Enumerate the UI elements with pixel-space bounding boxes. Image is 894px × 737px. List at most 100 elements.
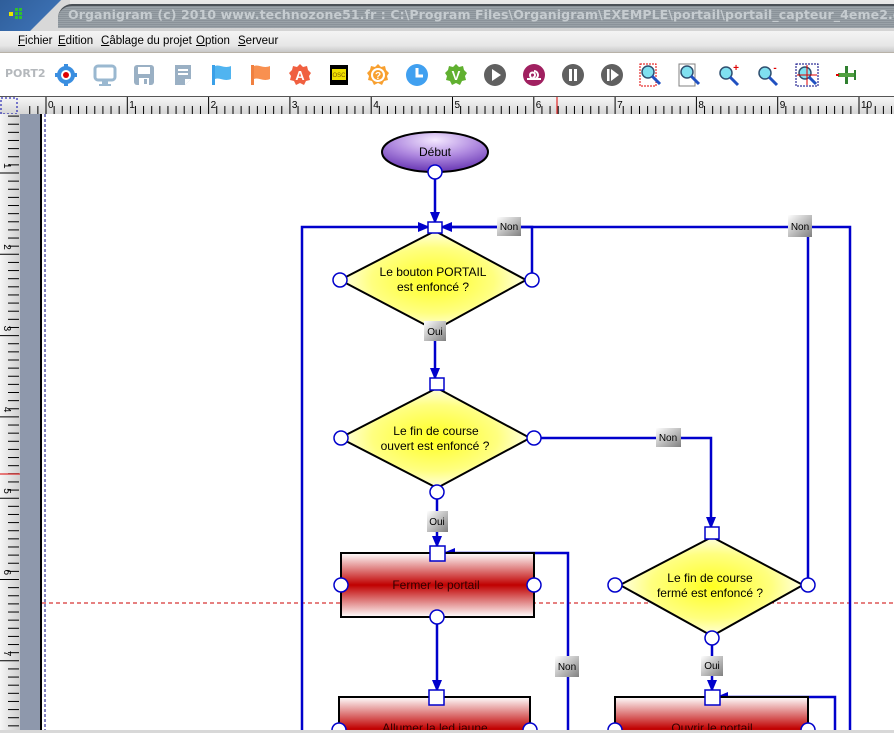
branch-label-d1-yes[interactable]: Oui <box>424 321 446 341</box>
connection-point[interactable] <box>526 430 542 446</box>
clock-button[interactable] <box>404 62 430 88</box>
title-strip <box>58 4 894 28</box>
ruler-label: 1 <box>129 100 135 111</box>
title-bar: Organigram (c) 2010 www.technozone51.fr … <box>0 0 894 31</box>
branch-label-text: Non <box>791 222 809 233</box>
zoom-fit-button[interactable] <box>794 62 820 88</box>
connection-point[interactable] <box>704 630 720 646</box>
flowchart-canvas[interactable]: Début Le bouton PORTAIL est enfoncé ? Le… <box>42 114 894 733</box>
connection-point[interactable] <box>333 577 349 593</box>
arrow-icon <box>432 536 442 548</box>
zoom-out-button[interactable]: - <box>755 62 781 88</box>
action-node-a2[interactable]: Allumer la led jaune <box>331 689 538 733</box>
decision-label: Le fin de course <box>393 424 479 438</box>
zoom-page-button[interactable] <box>677 62 703 88</box>
badge-a-button[interactable]: A <box>287 62 313 88</box>
save-button[interactable] <box>131 62 157 88</box>
blue-flag-icon <box>212 65 231 85</box>
menu-edition[interactable]: Edition <box>58 35 93 47</box>
start-node[interactable]: Début <box>381 131 489 180</box>
help-badge-button[interactable]: ? <box>365 62 391 88</box>
organigram-app-icon[interactable] <box>9 7 23 21</box>
horizontal-scrollbar[interactable] <box>0 730 894 733</box>
ruler-label: 9 <box>780 100 786 111</box>
pause-icon <box>562 64 584 86</box>
branch-label-loop-no[interactable]: Non <box>555 656 579 677</box>
oscilloscope-button[interactable]: OSC <box>326 62 352 88</box>
zoom-in-button[interactable]: + <box>716 62 742 88</box>
connection-point[interactable] <box>800 577 816 593</box>
ruler-label: 5 <box>455 100 461 111</box>
arrow-icon <box>418 222 430 232</box>
branch-label-d1-no[interactable]: Non <box>497 217 521 236</box>
connector-loop-right <box>442 225 852 733</box>
menu-fichier[interactable]: Fichier <box>18 35 53 47</box>
airplane-icon <box>836 66 856 84</box>
menu-accel: C <box>101 35 110 47</box>
connection-point[interactable] <box>526 577 542 593</box>
decision-label: est enfoncé ? <box>397 280 469 294</box>
zoom-fit-icon <box>795 63 819 87</box>
decision-node-d1[interactable]: Le bouton PORTAIL est enfoncé ? <box>332 221 540 332</box>
monitor-button[interactable] <box>92 62 118 88</box>
decision-label: fermé est enfoncé ? <box>657 586 763 600</box>
ruler-label: 7 <box>1 651 12 657</box>
ruler-label: 2 <box>211 100 217 111</box>
help-badge-icon: ? <box>367 64 389 85</box>
arrow-icon <box>432 680 442 692</box>
action-node-a1[interactable]: Fermer le portail <box>333 545 542 625</box>
input-port[interactable] <box>429 377 445 391</box>
input-port[interactable] <box>429 545 446 562</box>
zoom-selection-icon <box>639 63 662 87</box>
branch-label-d2-yes[interactable]: Oui <box>427 511 448 532</box>
decision-label: ouvert est enfoncé ? <box>381 439 490 453</box>
menu-label: âblage du projet <box>109 35 192 47</box>
action-node-a3[interactable]: Ouvrir le portail <box>607 689 816 733</box>
branch-label-text: Oui <box>429 517 445 528</box>
settings-button[interactable] <box>53 62 79 88</box>
input-port[interactable] <box>704 689 721 706</box>
ruler-label: 2 <box>1 244 12 250</box>
connection-point[interactable] <box>607 577 623 593</box>
ruler-label: 0 <box>48 100 54 111</box>
verify-badge-button[interactable]: V <box>443 62 469 88</box>
pause-button[interactable] <box>560 62 586 88</box>
input-port[interactable] <box>427 221 443 234</box>
decision-node-d2[interactable]: Le fin de course ouvert est enfoncé ? <box>333 377 542 500</box>
zoom-selection-button[interactable] <box>638 62 664 88</box>
branch-label-d3-yes[interactable]: Oui <box>701 656 723 676</box>
decision-node-d3[interactable]: Le fin de course fermé est enfoncé ? <box>607 526 816 646</box>
slow-run-button[interactable] <box>521 62 547 88</box>
document-button[interactable] <box>170 62 196 88</box>
toolbar: PORT2 A OSC ? V <box>0 53 894 96</box>
connection-point[interactable] <box>429 609 445 625</box>
connection-point[interactable] <box>333 430 349 446</box>
orange-flag-icon <box>251 65 270 85</box>
zoom-out-icon: - <box>758 63 779 87</box>
menu-option[interactable]: Option <box>196 35 230 47</box>
connection-point[interactable] <box>524 272 540 288</box>
step-button[interactable] <box>599 62 625 88</box>
connection-point[interactable] <box>427 164 443 180</box>
ruler-label: 4 <box>373 100 379 111</box>
blue-flag-button[interactable] <box>209 62 235 88</box>
branch-label-d3-no[interactable]: Non <box>788 215 812 237</box>
menu-serveur[interactable]: Serveur <box>238 35 278 47</box>
branch-label-d2-no[interactable]: Non <box>656 428 681 447</box>
connection-point[interactable] <box>332 272 348 288</box>
monitor-icon <box>93 64 117 86</box>
menu-cablage[interactable]: Câblage du projet <box>101 35 192 47</box>
step-icon <box>601 64 623 86</box>
airplane-button[interactable] <box>833 62 859 88</box>
input-port[interactable] <box>704 526 720 540</box>
input-port[interactable] <box>428 689 445 706</box>
ruler-label: 3 <box>1 326 12 332</box>
connection-point[interactable] <box>429 484 445 500</box>
play-button[interactable] <box>482 62 508 88</box>
branch-label-text: Non <box>500 222 518 233</box>
ruler-origin-marker[interactable] <box>0 97 18 115</box>
orange-flag-button[interactable] <box>248 62 274 88</box>
